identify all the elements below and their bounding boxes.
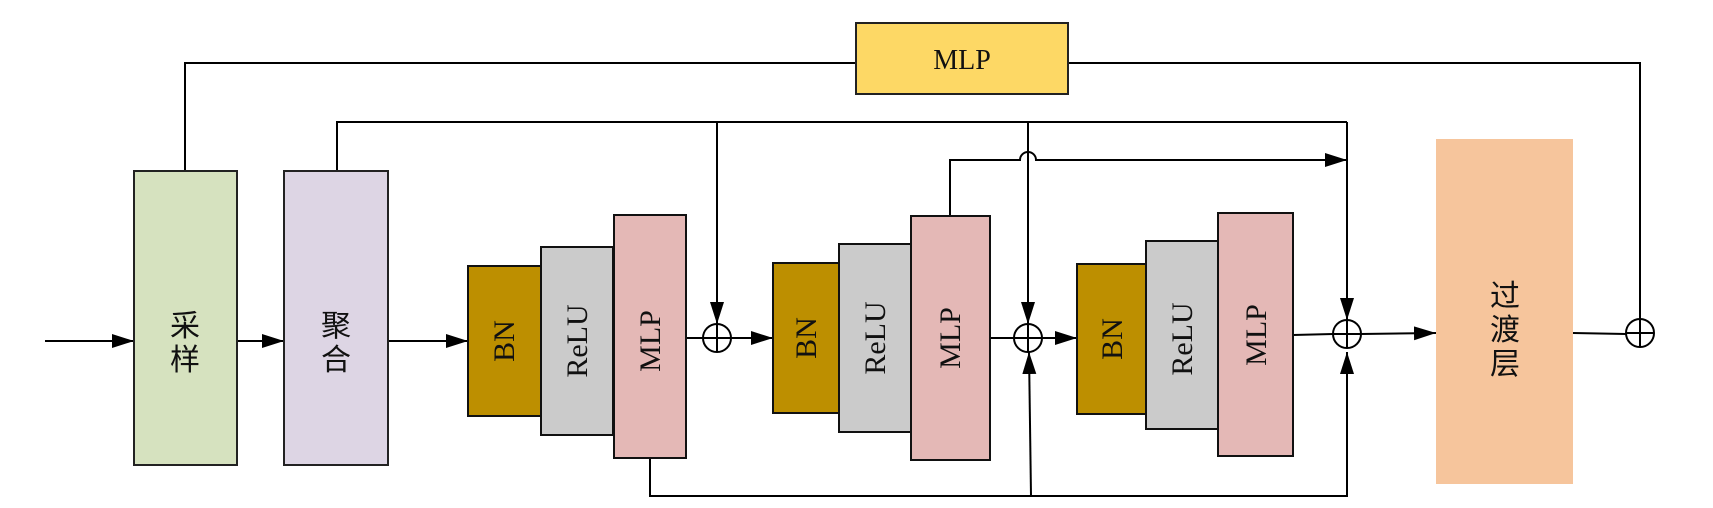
bn-label: BN [488,320,521,362]
relu-label: ReLU [1166,302,1199,376]
bn-label: BN [790,317,823,359]
residual-block-3: BN ReLU MLP [1076,212,1294,457]
add-node-final-icon [1625,318,1655,348]
add-node-1-icon [702,323,732,353]
trans-box [1436,139,1573,484]
sampling-block: 采 样 [133,170,238,466]
global-skip-line-out [1068,62,1641,319]
connections [45,62,1641,497]
mlp-layer [1217,212,1294,457]
sampling-box [133,170,238,466]
block3-out-line [1292,333,1334,336]
residual-block-1: BN ReLU MLP [467,214,687,459]
transition-layer-block: 过 渡 层 [1436,139,1573,484]
transition-out-line [1572,332,1627,335]
grouping-skip-line [336,121,1347,171]
transition-label-1: 过 [1490,279,1520,314]
global-mlp-label: MLP [933,45,991,76]
bottom-to-add2-arrow [1022,351,1037,497]
grouping-label-1: 聚 [321,309,351,344]
bn-layer [772,262,840,414]
relu-label: ReLU [561,304,594,378]
residual-block-2: BN ReLU MLP [772,215,991,461]
mlp-label: MLP [634,310,667,372]
block1-bottom-skip-line [649,352,1354,497]
global-mlp-block: MLP [855,22,1069,95]
block2-skip-line [949,151,1347,216]
sampling-label-2: 样 [170,343,200,378]
relu-label: ReLU [859,301,892,375]
add3-to-transition-arrow [1360,326,1437,341]
bn-layer [1076,263,1147,415]
relu-layer [540,246,614,436]
mlp-layer [613,214,687,459]
grouping-block: 聚 合 [283,170,389,466]
relu-layer [1145,240,1219,430]
relu-layer [838,243,912,433]
grouping-label-2: 合 [321,343,351,378]
topmlp-box [855,22,1069,95]
mlp-layer [910,215,991,461]
mlp-label: MLP [1240,304,1273,366]
add-node-2-icon [1013,323,1043,353]
grouping-box [283,170,389,466]
transition-label-2: 渡 [1490,313,1520,348]
mlp-label: MLP [934,307,967,369]
add-node-3-icon [1332,319,1362,349]
sampling-label-1: 采 [170,309,200,344]
bn-label: BN [1096,318,1129,360]
bn-layer [467,265,542,417]
global-skip-line [184,62,856,171]
transition-label-3: 层 [1490,347,1520,382]
